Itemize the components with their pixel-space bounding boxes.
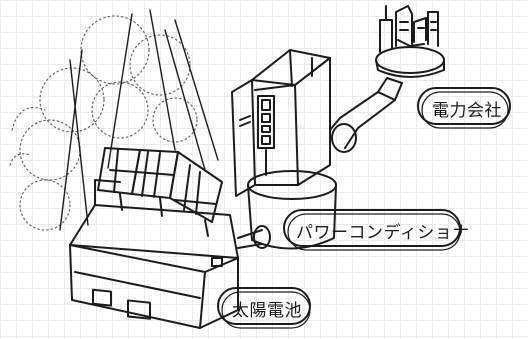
solar-panels bbox=[97, 147, 223, 237]
label-bubble-power-company bbox=[417, 87, 511, 129]
power-conditioner-icon bbox=[231, 49, 337, 250]
power-company-icon bbox=[375, 5, 445, 78]
label-power-company: 電力会社 bbox=[432, 101, 502, 121]
label-bubble-power-conditioner bbox=[283, 209, 461, 251]
label-power-conditioner: パワーコンディショナ bbox=[296, 223, 470, 243]
tree-trunk-lines bbox=[59, 9, 219, 231]
cable-right bbox=[329, 77, 403, 153]
cable-left bbox=[237, 225, 271, 249]
tree-icon bbox=[9, 15, 198, 231]
house-icon bbox=[69, 179, 239, 329]
label-solar-cell: 太陽電池 bbox=[232, 301, 302, 321]
label-bubble-solar-cell bbox=[217, 287, 311, 329]
